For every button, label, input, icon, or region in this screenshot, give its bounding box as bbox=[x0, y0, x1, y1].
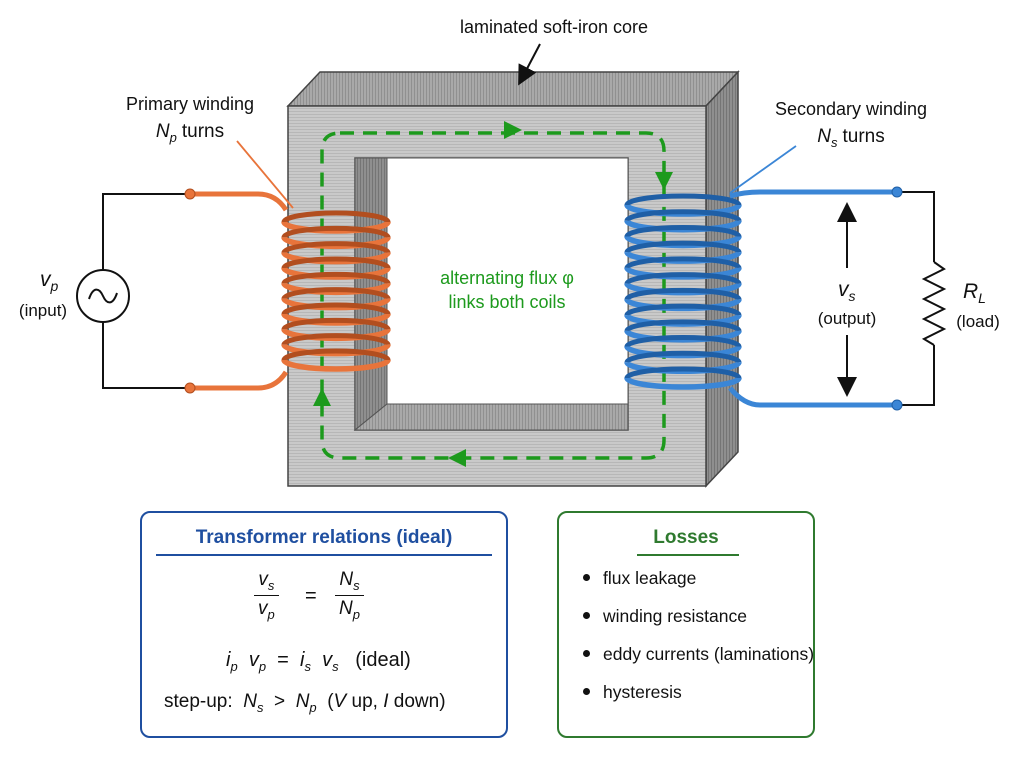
coil-turn bbox=[281, 221, 391, 234]
primary-lead-bottom bbox=[190, 370, 289, 391]
ratio-equals: = bbox=[305, 585, 317, 607]
coil-turn-back bbox=[281, 287, 391, 300]
load-symbol: RL bbox=[963, 280, 986, 306]
input-circuit bbox=[102, 193, 190, 389]
relations-title: Transformer relations (ideal) bbox=[195, 527, 453, 548]
coil-turn-back bbox=[281, 271, 391, 285]
coil-turn-back bbox=[624, 256, 742, 269]
coil-turn-back bbox=[624, 366, 742, 379]
load-label: (load) bbox=[956, 312, 999, 331]
secondary-pointer bbox=[729, 145, 797, 194]
coil-turn-back bbox=[624, 287, 742, 301]
input-symbol: vp bbox=[40, 268, 59, 294]
losses-list: flux leakage winding resistance eddy cur… bbox=[579, 565, 814, 717]
secondary-lead-top bbox=[729, 189, 897, 199]
flux-arrow-right bbox=[655, 172, 673, 190]
losses-title: Losses bbox=[653, 527, 719, 548]
input-label: (input) bbox=[19, 301, 67, 320]
coil-turn-back bbox=[624, 272, 742, 285]
flux-arrow-top bbox=[504, 121, 522, 139]
secondary-lead-bottom bbox=[728, 386, 897, 408]
core-pointer bbox=[518, 43, 541, 86]
output-terminal-top bbox=[891, 186, 903, 198]
coil-turn-back bbox=[624, 303, 742, 316]
coil-turn-back bbox=[624, 224, 742, 238]
coil-turn bbox=[281, 297, 391, 311]
coil-turn-back bbox=[281, 333, 391, 346]
flux-arrow-left bbox=[313, 388, 331, 406]
coil-turn-back bbox=[281, 225, 391, 239]
losses-box: Losses flux leakage winding resistance e… bbox=[557, 511, 815, 738]
ratio-turns-fraction: Ns Np bbox=[335, 569, 364, 622]
coil-turn-back bbox=[281, 210, 391, 223]
core-window-opening bbox=[386, 157, 629, 405]
output-circuit bbox=[897, 191, 935, 406]
coil-turn bbox=[281, 282, 391, 296]
secondary-title: Secondary winding bbox=[775, 99, 927, 119]
relations-box: Transformer relations (ideal) vs vp = Ns… bbox=[140, 511, 508, 738]
coil-turn bbox=[281, 359, 391, 372]
flux-path bbox=[320, 131, 666, 460]
power-relation: ip vp = is vs (ideal) bbox=[226, 649, 411, 674]
relations-title-underline bbox=[156, 554, 492, 556]
coil-turn-back bbox=[281, 241, 391, 254]
input-terminal-bottom bbox=[184, 382, 196, 394]
output-symbol: vs bbox=[838, 278, 856, 304]
coil-turn-back bbox=[624, 335, 742, 348]
primary-winding bbox=[281, 210, 391, 372]
flux-label-line2: links both coils bbox=[448, 292, 565, 312]
coil-turn-back bbox=[624, 240, 742, 253]
core-window-bottom-depth bbox=[353, 403, 629, 431]
output-terminal-bottom bbox=[891, 399, 903, 411]
coil-turn-back bbox=[281, 317, 391, 331]
coil-turn bbox=[281, 236, 391, 250]
flux-label-line1: alternating flux φ bbox=[440, 268, 574, 288]
secondary-winding bbox=[624, 193, 742, 390]
coil-turn bbox=[281, 313, 391, 326]
flux-arrow-bottom bbox=[448, 449, 466, 467]
loss-item: eddy currents (laminations) bbox=[579, 641, 814, 679]
ratio-voltage-fraction: vs vp bbox=[254, 569, 279, 622]
stepup-relation: step-up: Ns > Np (V up, I down) bbox=[164, 691, 446, 715]
input-terminal-top bbox=[184, 188, 196, 200]
coil-turn bbox=[281, 251, 391, 265]
primary-pointer bbox=[236, 140, 294, 209]
coil-turn-back bbox=[624, 319, 742, 332]
coil-turn bbox=[281, 343, 391, 357]
coil-turn bbox=[281, 267, 391, 280]
coil-turn-back bbox=[624, 209, 742, 222]
coil-turn-back bbox=[281, 302, 391, 315]
primary-title: Primary winding bbox=[126, 94, 254, 114]
losses-title-underline bbox=[637, 554, 739, 556]
coil-turn-back bbox=[624, 350, 742, 364]
coil-turn bbox=[281, 328, 391, 342]
core-label: laminated soft-iron core bbox=[460, 17, 648, 37]
loss-item: flux leakage bbox=[579, 565, 814, 603]
primary-lead-top bbox=[190, 191, 289, 212]
coil-turn bbox=[624, 377, 742, 390]
coil-turn-back bbox=[281, 256, 391, 269]
core-top-face bbox=[286, 71, 740, 107]
load-resistor bbox=[921, 261, 947, 346]
coil-turn-back bbox=[281, 348, 391, 361]
ac-sine-icon bbox=[88, 288, 118, 304]
loss-item: hysteresis bbox=[579, 679, 814, 717]
coil-turn-back bbox=[624, 193, 742, 206]
loss-item: winding resistance bbox=[579, 603, 814, 641]
output-label: (output) bbox=[818, 309, 877, 328]
